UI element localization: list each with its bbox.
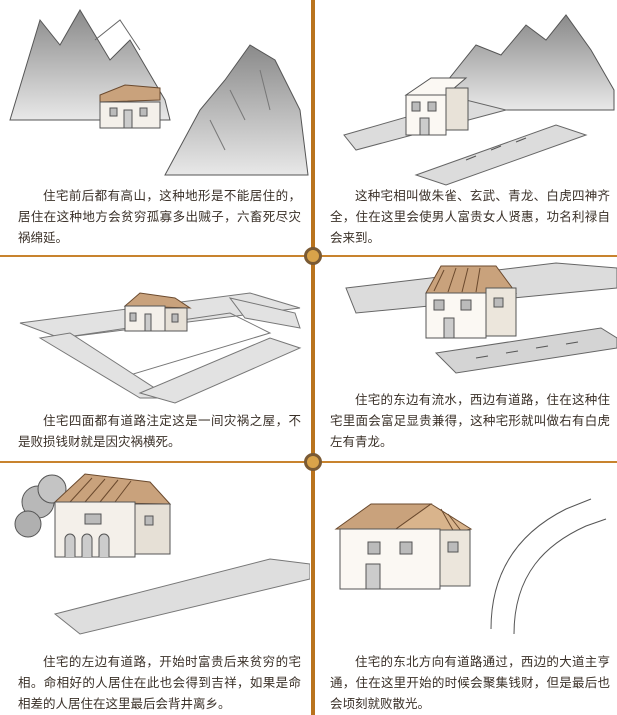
panel-mountains-front-back: 住宅前后都有高山，这种地形是不能居住的，居住在这种地方会贫穷孤寡多出贼子，六畜死… <box>0 0 310 255</box>
caption-1: 住宅前后都有高山，这种地形是不能居住的，居住在这种地方会贫穷孤寡多出贼子，六畜死… <box>18 188 301 245</box>
caption-6: 住宅的东北方向有道路通过，西边的大道主亨通，住在这里开始的时候会聚集钱财，但是最… <box>330 654 610 711</box>
house-with-roads-illustration <box>343 14 615 186</box>
panel-four-gods: 这种宅相叫做朱雀、玄武、青龙、白虎四神齐全，住在这里会使男人富贵女人贤惠，功名利… <box>316 0 617 255</box>
house-surrounded-roads-illustration <box>19 292 302 404</box>
panel-road-northeast: 住宅的东北方向有道路通过，西边的大道主亨通，住在这里开始的时候会聚集钱财，但是最… <box>316 464 617 715</box>
house-water-road-illustration <box>345 262 617 374</box>
caption-3: 住宅四面都有道路注定这是一间灾祸之屋，不是败损钱财就是因灾祸横死。 <box>18 413 301 449</box>
panel-water-and-road: 住宅的东边有流水，西边有道路，住在这种住宅里面会富足显贵兼得，这种宅形就叫做右有… <box>316 258 617 461</box>
house-curved-road-illustration <box>334 498 607 635</box>
panel-road-left: 住宅的左边有道路，开始时富贵后来贫穷的宅相。命相好的人居住在此也会得到吉祥，如果… <box>0 464 310 715</box>
mountains-house-illustration <box>9 9 309 176</box>
divider-knob-1 <box>304 247 322 265</box>
divider-knob-2 <box>304 453 322 471</box>
house-trees-road-illustration <box>14 473 310 635</box>
vertical-divider <box>311 0 315 715</box>
caption-5: 住宅的左边有道路，开始时富贵后来贫穷的宅相。命相好的人居住在此也会得到吉祥，如果… <box>18 654 301 711</box>
caption-4: 住宅的东边有流水，西边有道路，住在这种住宅里面会富足显贵兼得，这种宅形就叫做右有… <box>330 392 610 449</box>
caption-2: 这种宅相叫做朱雀、玄武、青龙、白虎四神齐全，住在这里会使男人富贵女人贤惠，功名利… <box>330 188 610 245</box>
panel-roads-four-sides: 住宅四面都有道路注定这是一间灾祸之屋，不是败损钱财就是因灾祸横死。 <box>0 258 310 461</box>
